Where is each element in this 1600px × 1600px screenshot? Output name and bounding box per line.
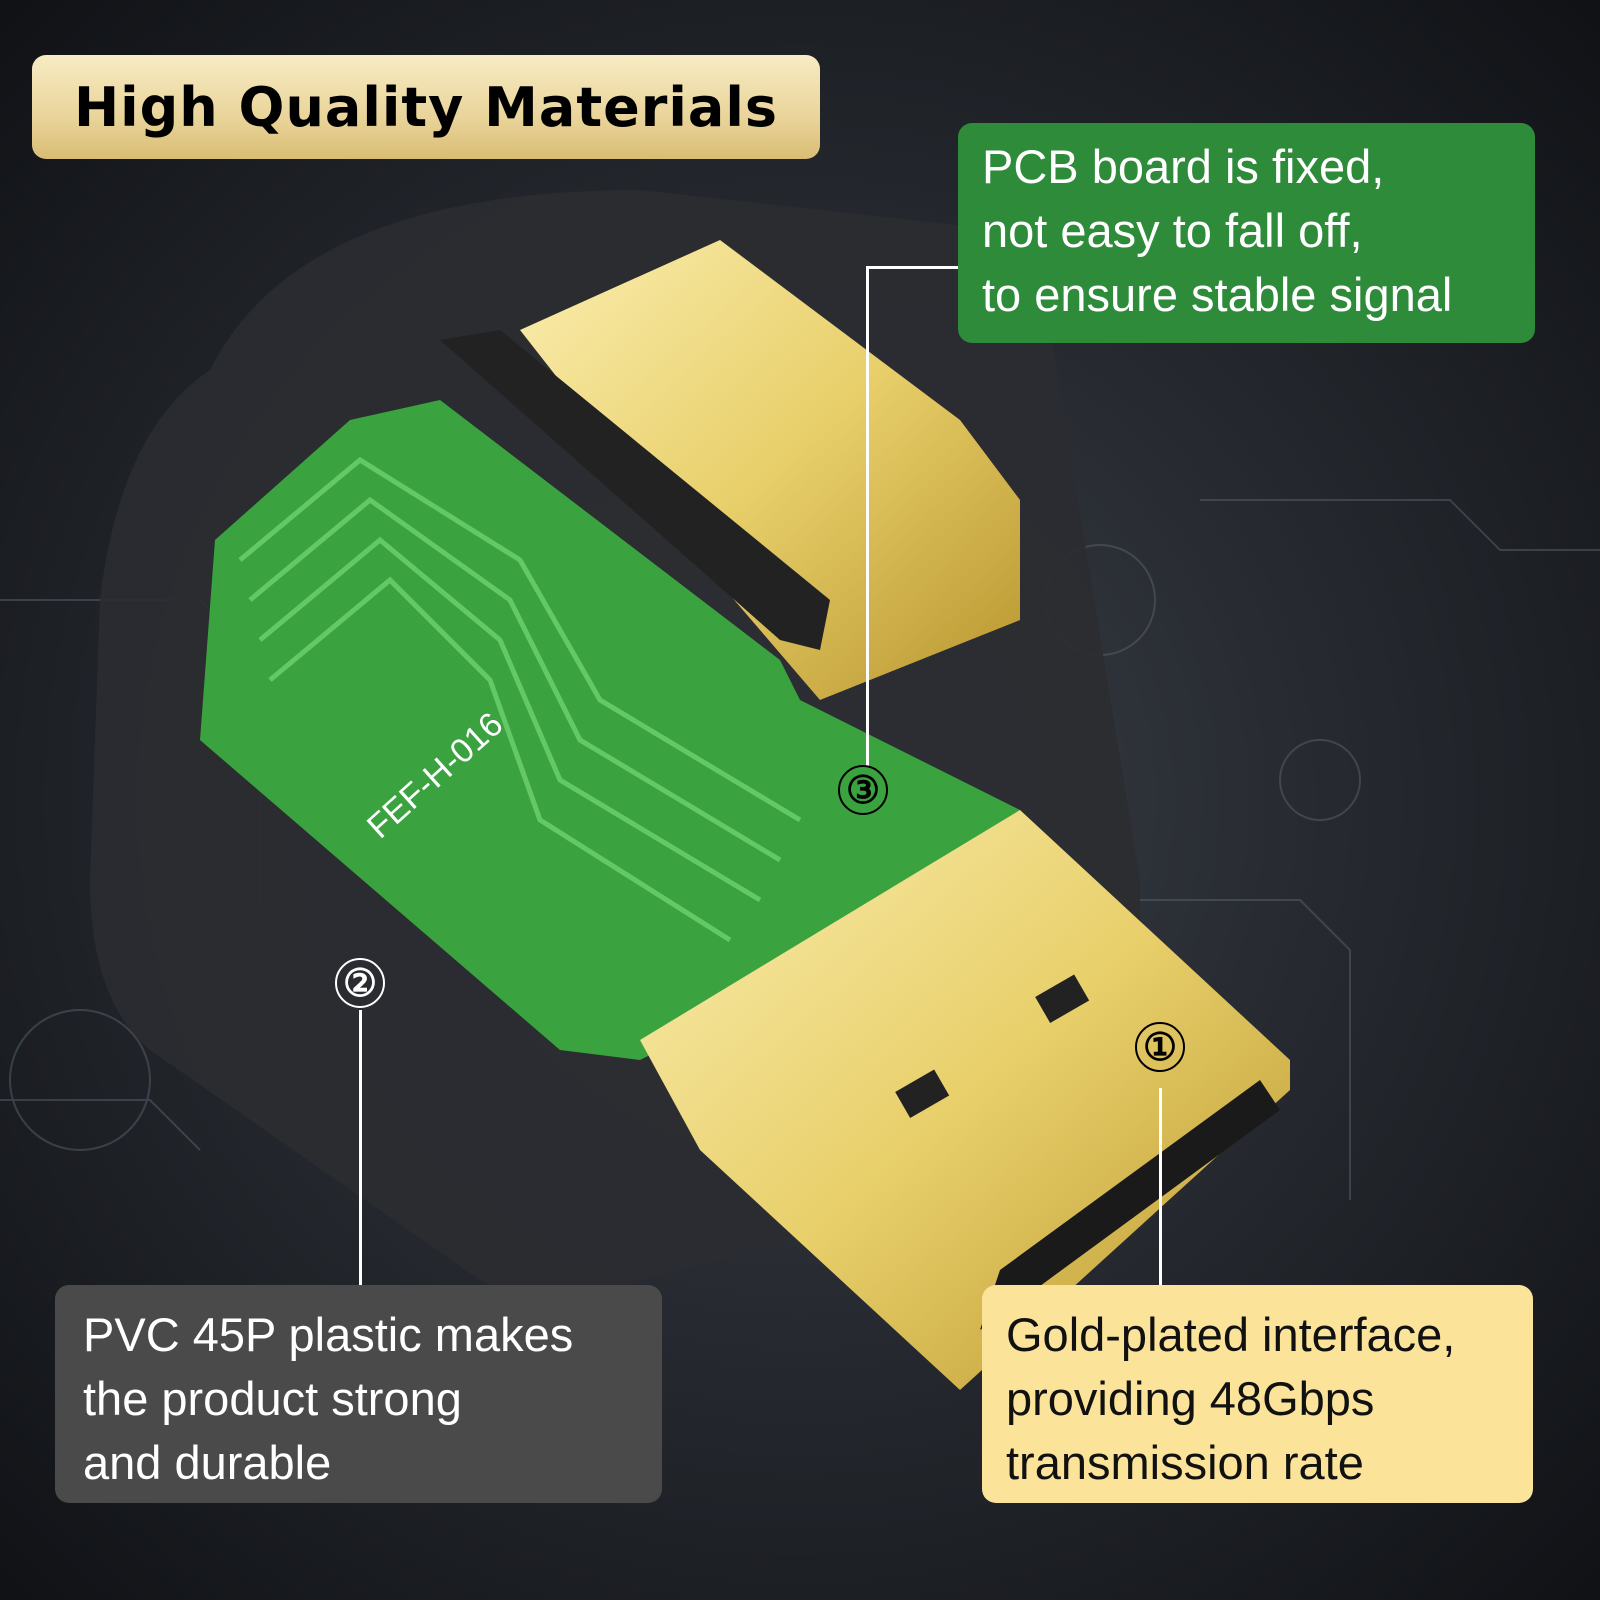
gold-callout-line: transmission rate bbox=[1006, 1436, 1364, 1489]
callout-2-connector bbox=[359, 1010, 362, 1285]
gold-plated-callout: Gold-plated interface, providing 48Gbps … bbox=[982, 1285, 1533, 1503]
male-hdmi-plug bbox=[640, 810, 1290, 1390]
pcb-callout: PCB board is fixed, not easy to fall off… bbox=[958, 123, 1535, 343]
page-title: High Quality Materials bbox=[32, 55, 820, 159]
pcb-callout-line: PCB board is fixed, bbox=[982, 140, 1385, 193]
pvc-callout: PVC 45P plastic makes the product strong… bbox=[55, 1285, 662, 1503]
callout-3-connector-h bbox=[866, 266, 958, 269]
callout-1-connector bbox=[1159, 1088, 1162, 1285]
callout-3-number: ③ bbox=[838, 765, 888, 815]
callout-2-number: ② bbox=[335, 958, 385, 1008]
pvc-callout-line: and durable bbox=[83, 1436, 332, 1489]
callout-3-connector bbox=[866, 268, 869, 766]
pcb-callout-line: not easy to fall off, bbox=[982, 204, 1363, 257]
pcb-board bbox=[200, 400, 1020, 1060]
pcb-callout-line: to ensure stable signal bbox=[982, 268, 1453, 321]
callout-1-number: ① bbox=[1135, 1022, 1185, 1072]
pvc-callout-line: the product strong bbox=[83, 1372, 462, 1425]
gold-callout-line: Gold-plated interface, bbox=[1006, 1308, 1456, 1361]
pvc-callout-line: PVC 45P plastic makes bbox=[83, 1308, 574, 1361]
gold-callout-line: providing 48Gbps bbox=[1006, 1372, 1375, 1425]
female-hdmi-port bbox=[520, 240, 1020, 700]
